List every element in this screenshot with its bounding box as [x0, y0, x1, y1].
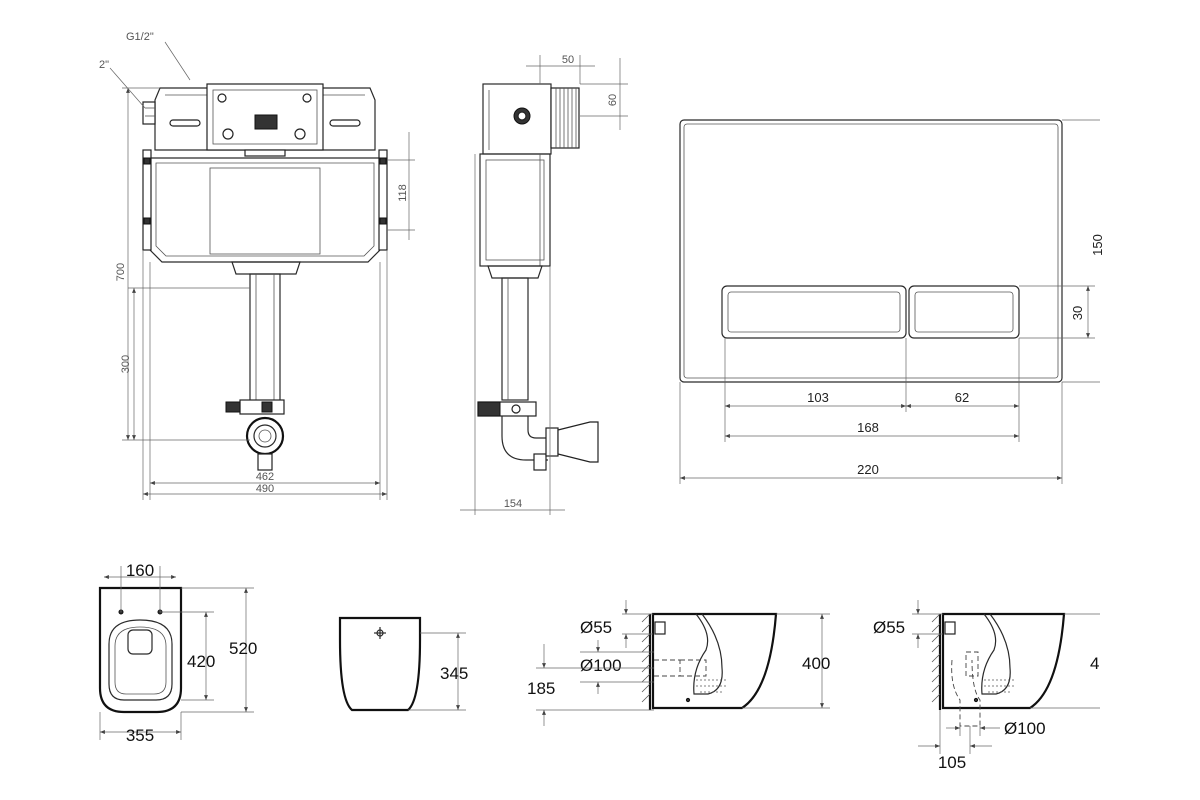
side-connector [557, 421, 599, 463]
side-flush-pipe [501, 277, 529, 401]
dim-side-top-height: 60 [607, 94, 619, 106]
trap-a [693, 613, 723, 695]
dim-water-inlet-a: Ø55 [580, 618, 612, 637]
label-thread-side: 2" [99, 59, 109, 71]
dim-outlet-height-a: 185 [527, 679, 555, 698]
crosshair-icon [374, 627, 386, 639]
flush-button-small[interactable] [908, 285, 1020, 339]
frame-slot-right [329, 119, 361, 127]
dim-total-length: 520 [229, 639, 257, 658]
dim-outlet-a: Ø100 [580, 656, 622, 675]
dim-height-a: 400 [802, 654, 830, 673]
threaded-inlet [550, 87, 580, 149]
dim-button-height: 30 [1070, 306, 1085, 320]
dim-plate-width: 220 [857, 462, 879, 477]
toilet-side-view-a: Ø55 Ø100 185 400 [527, 600, 830, 726]
dim-button-right: 62 [955, 390, 969, 405]
toilet-top-outline [98, 586, 183, 714]
cistern-front-view: G1/2" 2" 700 300 118 462 490 [99, 31, 415, 500]
dim-bracket: 118 [397, 184, 409, 202]
dim-width: 355 [126, 726, 154, 745]
cistern-top-frame [154, 87, 376, 151]
toilet-side-view-b: Ø55 Ø100 105 4 [873, 600, 1100, 772]
dim-water-inlet-b: Ø55 [873, 618, 905, 637]
leader-thread-top [164, 41, 191, 81]
dim-side-top-width: 50 [562, 54, 574, 66]
bowl-drain [127, 629, 153, 655]
dim-width-inner: 462 [256, 471, 274, 483]
dim-buttons-total: 168 [857, 420, 879, 435]
dim-height-b: 4 [1090, 654, 1099, 673]
flush-pipe [249, 273, 281, 405]
flush-button-large[interactable] [721, 285, 907, 339]
water-inlet-a [654, 621, 666, 635]
side-bend [501, 416, 548, 461]
dim-back-height: 345 [440, 664, 468, 683]
trap-b [981, 613, 1011, 695]
toilet-back-view: 345 [338, 616, 468, 712]
dim-height-lower: 300 [120, 355, 132, 373]
bracket-right [378, 149, 388, 251]
dim-plate-height: 150 [1090, 234, 1105, 256]
side-tank [479, 153, 551, 267]
cistern-side-view: 50 60 154 [460, 54, 628, 515]
toilet-side-outline-a [651, 612, 778, 710]
dim-side-depth: 154 [504, 498, 522, 510]
cistern-tank [149, 157, 381, 263]
toilet-side-outline-b [941, 612, 1066, 710]
frame-slot-left [169, 119, 201, 127]
dim-offset-b: 105 [938, 753, 966, 772]
inspection-opening [209, 167, 321, 255]
toilet-seat [108, 619, 173, 701]
water-inlet-b [944, 621, 956, 635]
bracket-left [142, 149, 152, 251]
dim-outlet-b: Ø100 [1004, 719, 1046, 738]
dim-width-outer: 490 [256, 483, 274, 495]
label-thread-top: G1/2" [126, 31, 154, 43]
side-inlet [142, 101, 156, 125]
dim-button-left: 103 [807, 390, 829, 405]
dim-height-total: 700 [115, 263, 127, 281]
dim-holes: 160 [126, 561, 154, 580]
flush-plate-view: 150 30 103 62 168 220 [679, 119, 1105, 484]
outlet-fitting [245, 416, 285, 456]
toilet-top-view: 160 420 520 355 [98, 561, 257, 745]
valve-handle [254, 114, 278, 130]
flush-plate [679, 119, 1063, 383]
dim-bowl-length: 420 [187, 652, 215, 671]
